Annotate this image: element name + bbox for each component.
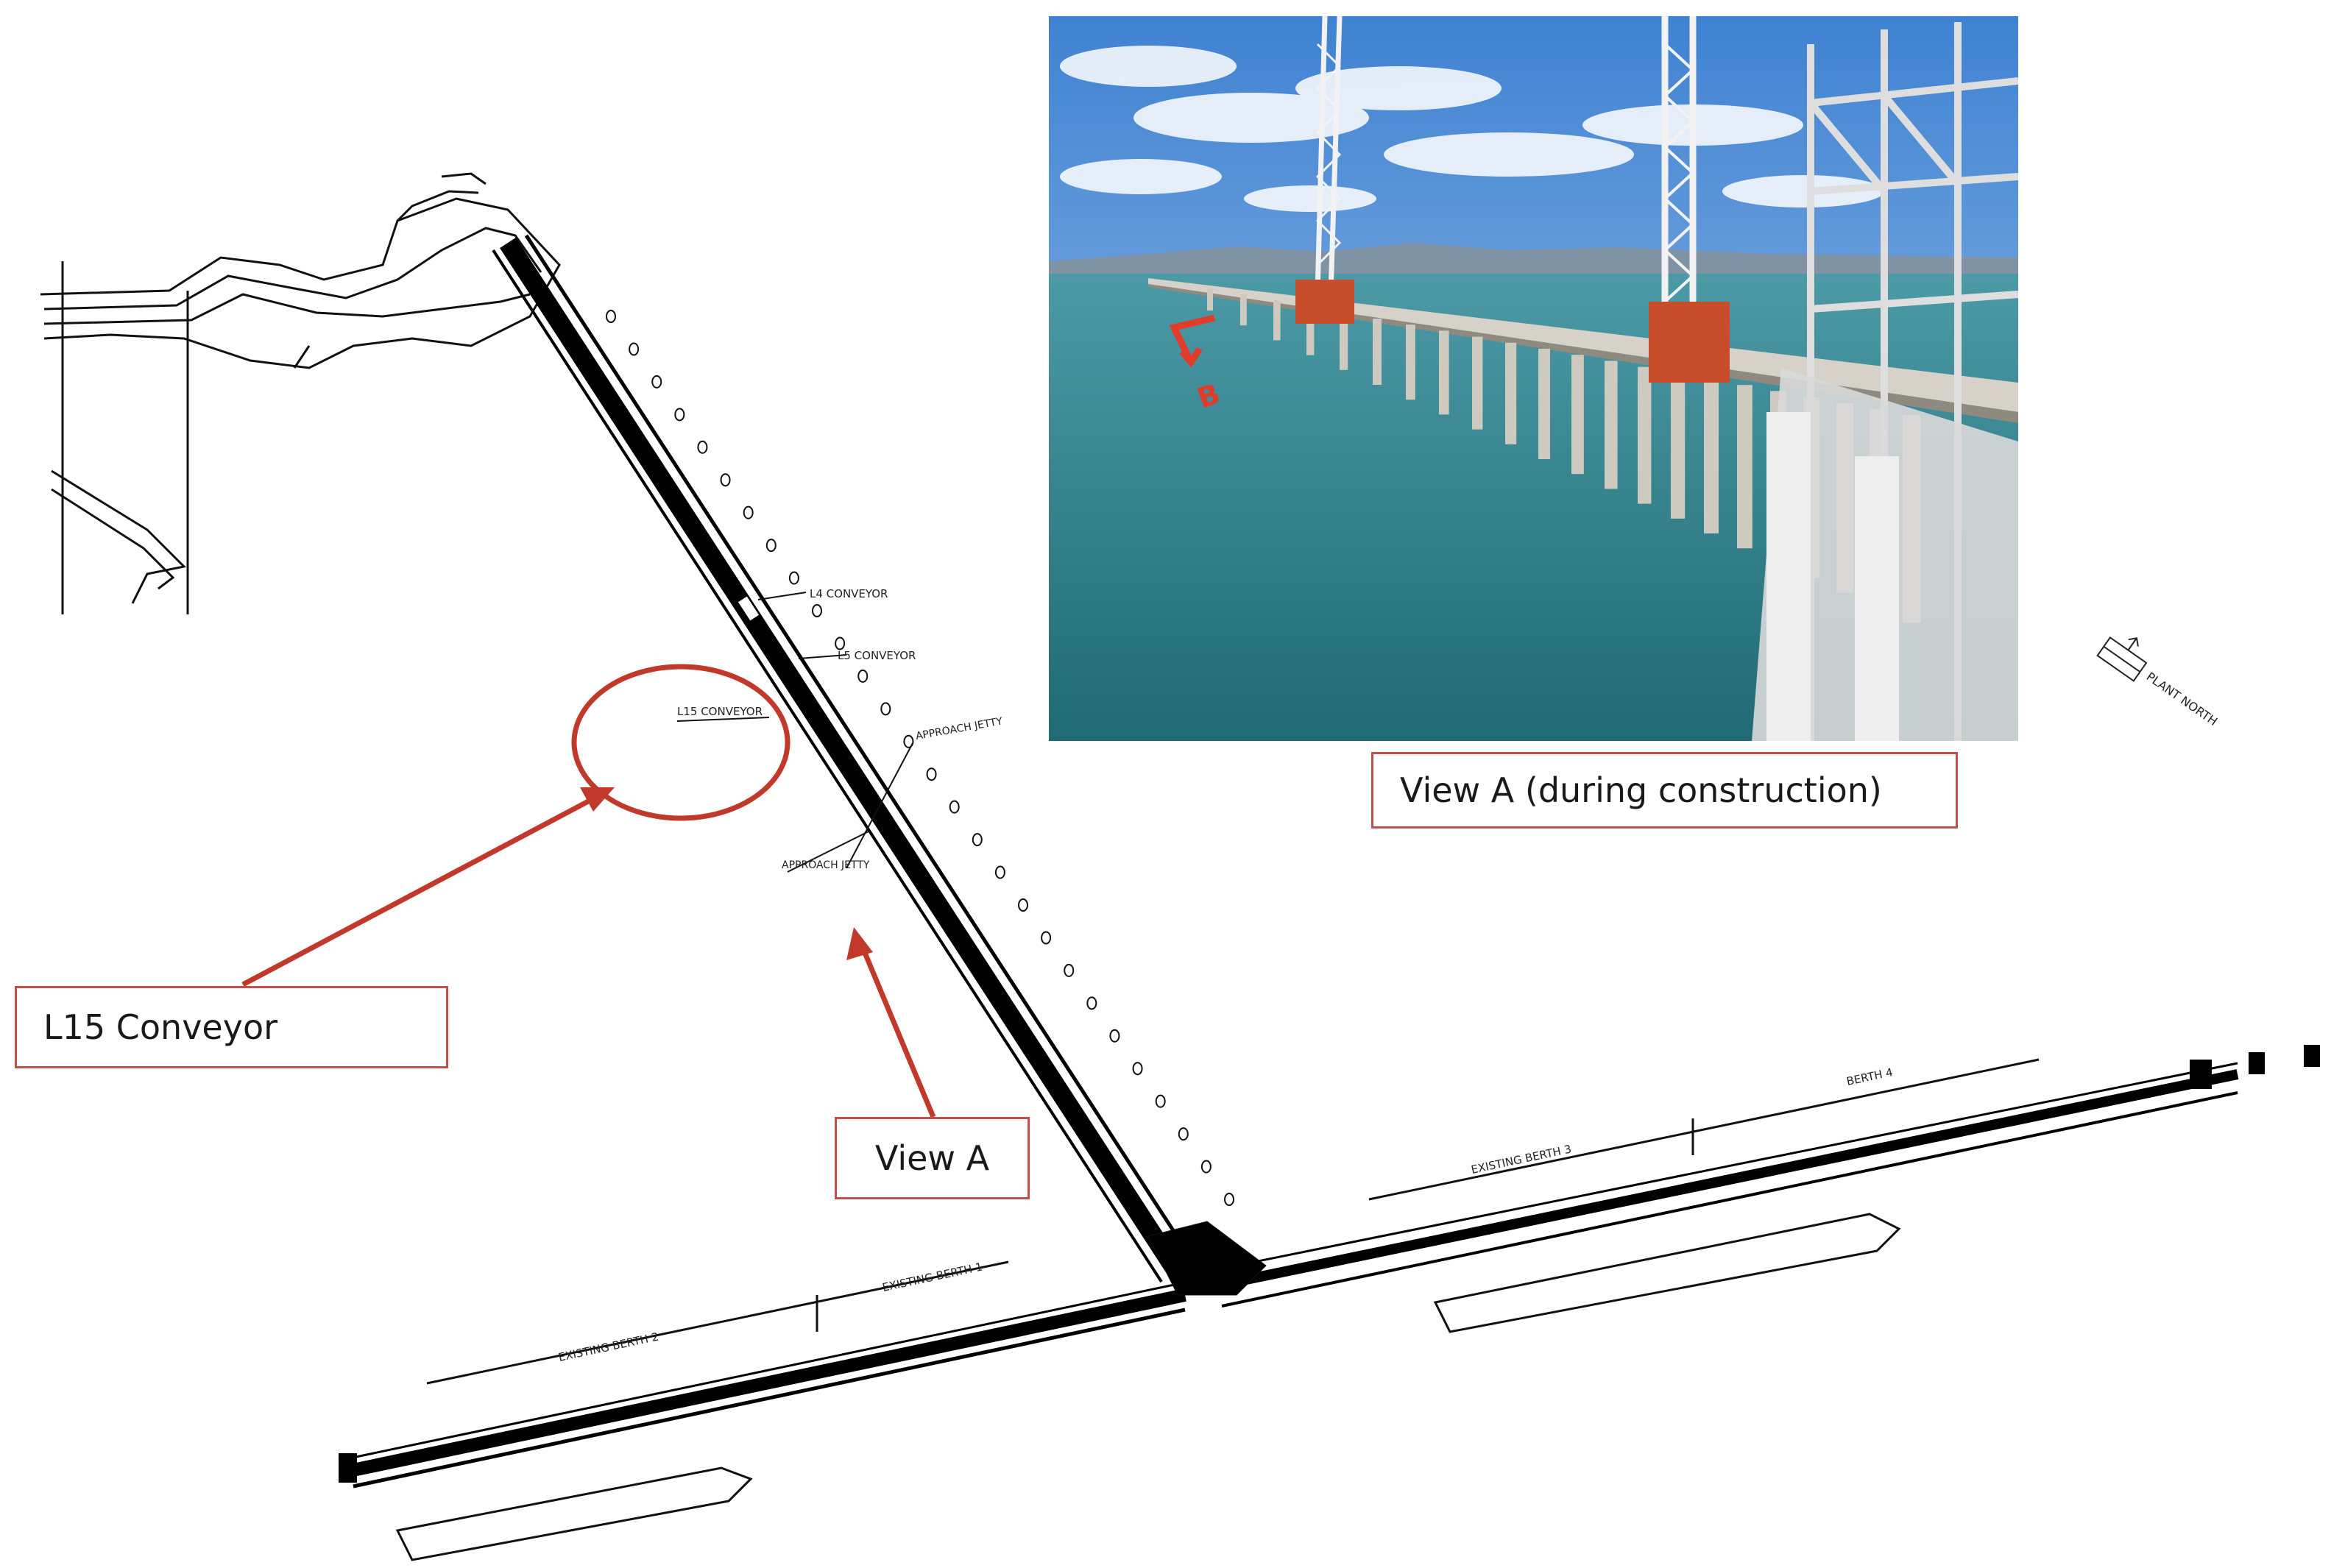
pile-marker (720, 473, 731, 487)
pile-marker (1132, 1062, 1143, 1076)
arrow-head-l15 (580, 787, 615, 812)
pile-marker (857, 669, 869, 683)
jetty-plan-drawing (40, 172, 2320, 1561)
approach-conveyor (492, 234, 1198, 1283)
berth-structure (338, 1045, 2320, 1561)
jetty-pile (1505, 342, 1517, 444)
pile-marker (697, 440, 708, 454)
north-arrow-icon (2096, 636, 2148, 682)
label-l4-conveyor: L4 CONVEYOR (810, 587, 888, 600)
pile-markers (606, 310, 1234, 1206)
pile-marker (1224, 1193, 1234, 1206)
jetty-pile (1306, 306, 1315, 355)
pile-marker (949, 800, 960, 814)
label-existing-berth-2: EXISTING BERTH 2 (557, 1330, 659, 1363)
pile-marker (629, 342, 640, 356)
l15-conveyor-text: L15 Conveyor (43, 1007, 278, 1047)
photo-caption-text: View A (during construction) (1400, 770, 1882, 810)
label-existing-berth-1: EXISTING BERTH 1 (881, 1260, 983, 1294)
jetty-pile (1704, 379, 1719, 533)
red-annotations (241, 664, 936, 1118)
jetty-pile (1472, 336, 1483, 430)
jetty-pile (1671, 372, 1686, 519)
jetty-pile (1571, 355, 1584, 475)
jetty-pile (1439, 330, 1449, 415)
label-l15-conveyor-small: L15 CONVEYOR (677, 705, 763, 718)
pile-marker (765, 539, 777, 553)
jetty-pile (1273, 300, 1281, 341)
jetty-pile (1240, 294, 1247, 326)
arrow-head-view-a (846, 927, 873, 960)
pile-marker (994, 865, 1005, 879)
jetty-pile (1737, 385, 1752, 549)
crane-right (1661, 16, 1697, 353)
pile-marker (674, 408, 685, 422)
photo-clouds (1060, 46, 1884, 212)
jetty-pile (1638, 366, 1652, 504)
pile-marker (606, 310, 616, 323)
jetty-pile (1538, 349, 1550, 459)
l15-conveyor-callout: L15 Conveyor (15, 986, 448, 1068)
construction-photo: B (1049, 16, 2018, 741)
distant-hills (1049, 243, 2018, 276)
pile-marker (1109, 1029, 1120, 1043)
pile-marker (1155, 1094, 1166, 1108)
label-berth-4: BERTH 4 (1845, 1065, 1894, 1088)
pile-marker (1086, 996, 1097, 1010)
pile-marker (880, 702, 891, 716)
pile-marker (788, 571, 799, 585)
photo-caption: View A (during construction) (1371, 752, 1958, 829)
jetty-pile (1605, 361, 1618, 489)
label-approach-jetty-2: APPROACH JETTY (782, 859, 870, 871)
jetty-pile (1406, 324, 1415, 400)
label-l5-conveyor: L5 CONVEYOR (838, 649, 916, 662)
pile-marker (903, 734, 914, 748)
l15-highlight-ellipse (571, 664, 790, 821)
pile-marker (926, 767, 937, 781)
pile-marker (1018, 898, 1028, 912)
pile-marker (651, 375, 662, 389)
jetty-pile (1340, 312, 1348, 370)
arrow-view-a (857, 939, 936, 1118)
view-a-callout: View A (835, 1117, 1030, 1199)
pile-marker (1178, 1127, 1189, 1141)
pile-marker (1064, 963, 1075, 977)
drawing-leaders (676, 592, 913, 873)
arrow-to-l15 (241, 790, 605, 987)
pile-marker (972, 833, 983, 847)
label-approach-jetty-1: APPROACH JETTY (915, 715, 1004, 742)
crane-left (1315, 16, 1343, 295)
pile-marker (1041, 931, 1052, 945)
view-a-text: View A (874, 1138, 990, 1178)
section-marker-b (1169, 314, 1216, 368)
jetty-pile (1207, 288, 1213, 311)
jetty-pile (1373, 319, 1382, 385)
label-plant-north: PLANT NORTH (2144, 670, 2220, 728)
pile-marker (812, 604, 822, 617)
pile-marker (743, 505, 754, 519)
landside-outline (40, 172, 561, 614)
pile-marker (835, 636, 846, 650)
pile-marker (1200, 1160, 1212, 1174)
